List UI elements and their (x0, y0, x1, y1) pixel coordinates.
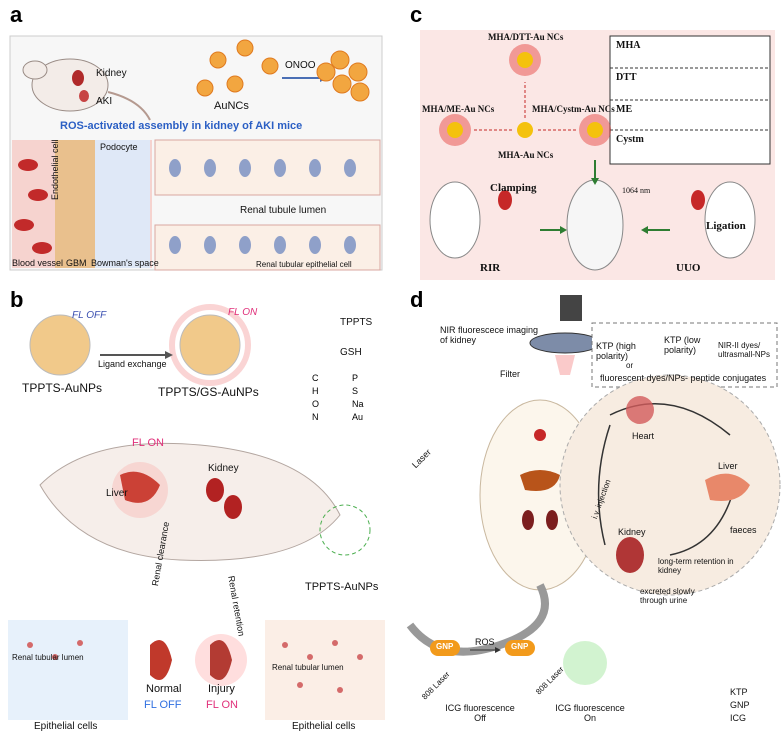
lumen-left: Renal tubular lumen (12, 653, 84, 662)
label-endothelial: Endothelial cell (50, 139, 60, 200)
panel-c-letter: c (410, 2, 423, 27)
panel-a: a (0, 0, 392, 275)
label-ktp-high: KTP (high polarity) (596, 341, 636, 361)
panel-b-graphic (8, 304, 385, 720)
label-liver-d: Liver (718, 461, 738, 471)
fl-off-bottom: FL OFF (144, 699, 182, 711)
label-or: or (626, 361, 634, 370)
label-retention: long-term retention in kidney (658, 557, 734, 575)
element-na: Na (352, 399, 364, 409)
label-lumen: Renal tubule lumen (240, 205, 327, 216)
label-mha-nc: MHA-Au NCs (498, 150, 554, 160)
legend-gnp: GNP (730, 700, 750, 710)
panel-b: b FL OFF FL ON TPPTS GSH Ligand exchange… (0, 285, 392, 733)
panel-b-letter: b (10, 287, 24, 312)
label-normal: Normal (146, 683, 182, 695)
panel-a-letter: a (10, 2, 23, 27)
ligand-exchange: Ligand exchange (98, 359, 167, 369)
label-conjugates: fluorescent dyes/NPs- peptide conjugates (600, 373, 767, 383)
element-h: H (312, 386, 319, 396)
panel-d: d NIR fluorescece imaging of kidney Filt… (400, 285, 783, 733)
label-ligation: Ligation (706, 220, 746, 232)
label-epithelial: Renal tubular epithelial cell (256, 260, 352, 269)
panel-c-graphic (420, 30, 775, 280)
label-excreted: excreted slowly through urine (640, 587, 695, 605)
label-aki: AKI (96, 96, 113, 107)
label-icg-off: ICG fluorescence Off (445, 703, 515, 723)
legend-me: ME (616, 104, 633, 115)
tppts-label: TPPTS (340, 317, 373, 328)
legend-mha: MHA (616, 40, 641, 51)
label-kidney-b: Kidney (208, 463, 239, 474)
panel-d-letter: d (410, 287, 424, 312)
legend-ktp: KTP (730, 687, 748, 697)
label-kidney: Kidney (96, 68, 127, 79)
label-wavelength: 1064 nm (622, 186, 651, 195)
label-me-nc: MHA/ME-Au NCs (422, 104, 495, 114)
label-ktp-low: KTP (low polarity) (664, 335, 701, 355)
panel-d-graphic (406, 295, 781, 685)
fl-off-top: FL OFF (72, 310, 107, 321)
legend-icg: ICG (730, 713, 747, 723)
label-assembly: ROS-activated assembly in kidney of AKI … (60, 120, 303, 132)
label-gnp1: GNP (436, 642, 454, 651)
label-ros: ROS (475, 637, 495, 647)
element-p: P (352, 373, 359, 383)
element-o: O (312, 399, 320, 409)
label-podocyte: Podocyte (100, 142, 138, 152)
label-cystm-nc: MHA/Cystm-Au NCs (532, 104, 615, 114)
label-rir: RIR (480, 262, 501, 274)
epi-left: Epithelial cells (34, 721, 98, 732)
label-injury: Injury (208, 683, 235, 695)
tppts-aunps-2: TPPTS-AuNPs (305, 581, 379, 593)
label-liver: Liver (106, 488, 128, 499)
label-nir-dyes: NIR-II dyes/ ultrasmall-NPs (718, 341, 771, 359)
label-uuo: UUO (676, 262, 701, 274)
label-kidney-d: Kidney (618, 527, 646, 537)
label-icg-on: ICG fluorescence On (555, 703, 625, 723)
element-c: C (312, 373, 319, 383)
label-onoo: ONOO (285, 60, 316, 71)
np-left: TPPTS-AuNPs (22, 381, 103, 395)
legend-cystm: Cystm (616, 134, 644, 145)
label-filter: Filter (500, 369, 520, 379)
label-dtt-nc: MHA/DTT-Au NCs (488, 32, 564, 42)
lumen-right: Renal tubular lumen (272, 663, 344, 672)
element-s: S (352, 386, 359, 396)
label-gnp2: GNP (511, 642, 529, 651)
label-clamping: Clamping (490, 182, 537, 194)
label-aunc: AuNCs (214, 100, 249, 112)
gsh-label: GSH (340, 347, 362, 358)
label-blood-vessel: Blood vessel (12, 258, 64, 268)
panel-c: c MHA/DTT-Au NCs MHA/ME-Au NCs MHA/Cystm… (400, 0, 783, 285)
label-gbm: GBM (66, 258, 87, 268)
epi-right: Epithelial cells (292, 721, 356, 732)
np-right: TPPTS/GS-AuNPs (158, 385, 259, 399)
label-bowman: Bowman's space (91, 258, 159, 268)
label-faeces: faeces (730, 525, 757, 535)
element-au: Au (352, 412, 364, 422)
element-n: N (312, 412, 319, 422)
label-heart: Heart (632, 431, 655, 441)
legend-dtt: DTT (616, 72, 637, 83)
panel-a-graphic (9, 35, 383, 271)
fl-on-liver: FL ON (132, 437, 164, 449)
label-nir-title: NIR fluorescece imaging of kidney (440, 325, 539, 345)
fl-on-bottom: FL ON (206, 699, 238, 711)
fl-on-top: FL ON (228, 307, 258, 318)
